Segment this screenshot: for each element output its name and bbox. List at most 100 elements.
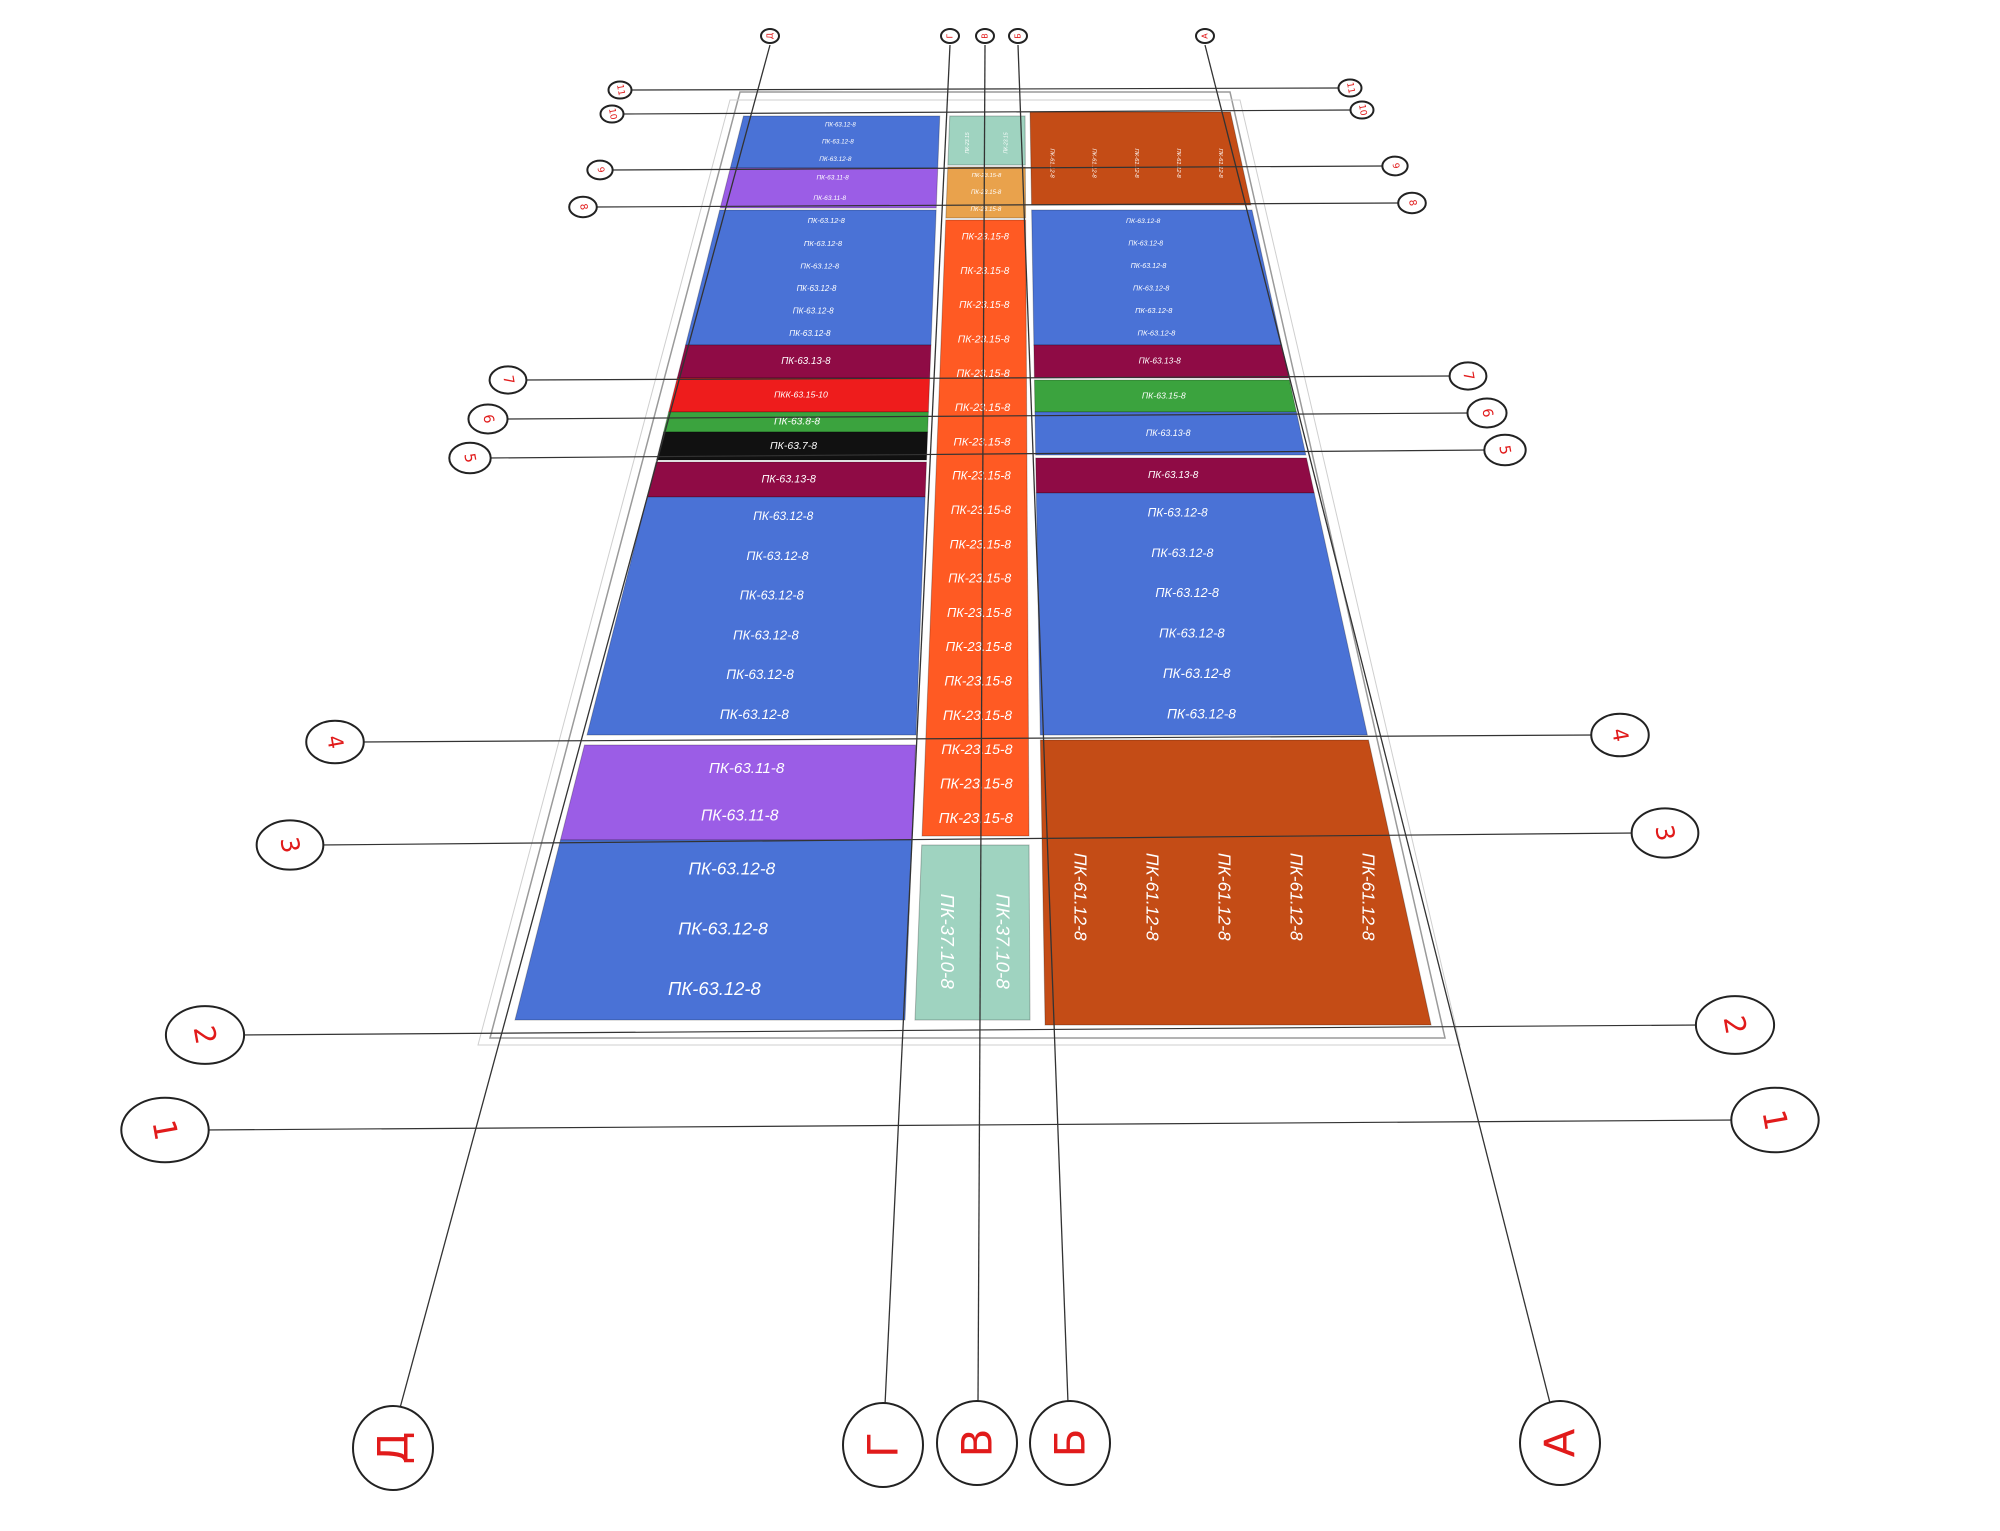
axis-bubble-left-3-circle xyxy=(255,819,325,871)
right-blue-13-slab xyxy=(1034,411,1307,456)
axis-bubble-top-В: В xyxy=(975,28,995,44)
right-green-slab-label: ПК-63.15-8 xyxy=(1142,390,1186,400)
left-maroon-slab-2-label: ПК-63.13-8 xyxy=(761,473,815,485)
left-green-slab-label: ПК-63.8-8 xyxy=(774,417,820,428)
center-orange-slabs-label: ПК-23.15-8 xyxy=(948,572,1011,586)
axis-bubble-top-Б-label: Б xyxy=(1014,33,1023,39)
axis-bubble-bottom-Д-label: Д xyxy=(369,1432,418,1465)
left-lower-slabs-label: ПК-63.12-8 xyxy=(740,589,804,603)
axis-bubble-left-11: 11 xyxy=(607,80,633,100)
left-bottom-slabs-label: ПК-63.12-8 xyxy=(678,919,768,939)
center-gold-slabs-label: ПК-23.15-8 xyxy=(971,190,1002,196)
axis-line-А xyxy=(1204,44,1551,1404)
right-lower-slabs-label: ПК-63.12-8 xyxy=(1159,626,1225,641)
axis-bubble-right-1-circle xyxy=(1730,1086,1820,1154)
axis-bubble-right-4: 4 xyxy=(1590,712,1650,758)
right-maroon-slab-1 xyxy=(1033,344,1290,379)
axis-bubble-right-5-circle xyxy=(1483,433,1527,467)
center-gold-slabs-label: ПК-23.15-8 xyxy=(972,173,1002,179)
right-top-rust-slabs xyxy=(1029,111,1252,206)
center-orange-slabs-label: ПК-23.15-8 xyxy=(962,231,1010,242)
axis-bubble-right-5-label: 5 xyxy=(1495,444,1514,457)
axis-bubble-left-7: 7 xyxy=(488,365,528,395)
axis-bubble-top-В-label: В xyxy=(981,33,990,39)
axis-bubble-left-6-label: 6 xyxy=(479,413,496,425)
left-purple-small-slabs-label: ПК-63.11-8 xyxy=(813,195,846,202)
left-purple-big-slabs-label: ПК-63.11-8 xyxy=(701,807,779,824)
axis-bubble-top-А-label: А xyxy=(1201,33,1210,39)
axis-bubble-top-Д-circle xyxy=(760,28,780,44)
axis-bubble-right-3-circle xyxy=(1630,807,1700,859)
axis-bubble-right-10: 10 xyxy=(1349,100,1375,120)
axis-bubble-right-8: 8 xyxy=(1397,191,1427,215)
center-orange-slabs-label: ПК-23.15-8 xyxy=(944,674,1012,689)
right-bottom-rust-slabs-label: ПК-61.12-8 xyxy=(1214,853,1234,941)
center-gold-slabs-label: ПК-23.15-8 xyxy=(971,206,1002,213)
left-mid-slabs-label: ПК-63.12-8 xyxy=(797,284,837,293)
building-outline-outer xyxy=(477,99,1461,1046)
axis-bubble-bottom-Б: Б xyxy=(1029,1400,1111,1486)
center-orange-slabs-label: ПК-23.15-8 xyxy=(943,708,1012,723)
axis-bubble-top-Д: Д xyxy=(760,28,780,44)
axis-bubble-right-3: 3 xyxy=(1630,807,1700,859)
axis-bubble-bottom-А-circle xyxy=(1519,1400,1601,1486)
right-bottom-rust-slabs-label: ПК-61.12-8 xyxy=(1286,853,1306,941)
left-bottom-slabs xyxy=(514,839,913,1021)
axis-bubble-right-6-circle xyxy=(1466,397,1508,429)
axis-bubble-right-1: 1 xyxy=(1730,1086,1820,1154)
left-mid-slabs-label: ПК-63.12-8 xyxy=(793,306,834,315)
axis-bubble-left-9: 9 xyxy=(586,159,614,181)
axis-line-9 xyxy=(610,165,1385,171)
axis-bubble-left-10: 10 xyxy=(599,104,625,124)
left-mid-slabs-label: ПК-63.12-8 xyxy=(789,329,831,338)
axis-bubble-left-6-circle xyxy=(467,403,509,435)
axis-bubble-right-8-circle xyxy=(1397,191,1427,215)
axis-bubble-left-7-circle xyxy=(488,365,528,395)
axis-bubble-top-Г: Г xyxy=(940,28,960,44)
center-top-slabs-label: ПК-23.15 xyxy=(1003,132,1009,153)
right-upper-slabs-label: ПК-63.12-8 xyxy=(1133,284,1169,293)
right-top-rust-slabs-label: ПК-61.12-8 xyxy=(1217,149,1223,179)
right-bottom-rust-slabs-label: ПК-61.12-8 xyxy=(1142,853,1162,941)
axis-bubble-top-В-circle xyxy=(975,28,995,44)
right-bottom-rust-slabs-label: ПК-61.12-8 xyxy=(1358,853,1378,941)
axis-bubble-right-4-label: 4 xyxy=(1607,726,1633,743)
left-lower-slabs-label: ПК-63.12-8 xyxy=(733,627,799,642)
right-lower-slabs-label: ПК-63.12-8 xyxy=(1148,505,1208,519)
axis-bubble-left-4-circle xyxy=(305,719,365,765)
axis-line-8 xyxy=(594,202,1401,208)
center-orange-slabs-label: ПК-23.15-8 xyxy=(950,537,1012,551)
axis-bubble-right-10-label: 10 xyxy=(1356,103,1368,116)
center-orange-slabs xyxy=(921,219,1030,837)
axis-bubble-right-9-label: 9 xyxy=(1390,162,1401,170)
axis-bubble-bottom-А: А xyxy=(1519,1400,1601,1486)
left-upper-slabs-label: ПК-63.12-8 xyxy=(819,156,852,163)
right-upper-slabs-label: ПК-63.12-8 xyxy=(1126,218,1160,225)
axis-bubble-left-3: 3 xyxy=(255,819,325,871)
axis-bubble-left-2-circle xyxy=(164,1005,246,1065)
axis-bubble-right-6: 6 xyxy=(1466,397,1508,429)
axis-line-10 xyxy=(621,109,1353,115)
right-blue-13-slab-label: ПК-63.13-8 xyxy=(1146,428,1191,438)
axis-bubble-bottom-Г-label: Г xyxy=(859,1432,908,1458)
axis-line-5 xyxy=(487,449,1488,459)
axis-bubble-left-3-label: 3 xyxy=(274,835,305,856)
axis-bubble-right-7: 7 xyxy=(1448,361,1488,391)
left-lower-slabs-label: ПК-63.12-8 xyxy=(747,549,809,563)
left-upper-slabs-label: ПК-63.12-8 xyxy=(822,139,854,146)
left-lower-slabs-label: ПК-63.12-8 xyxy=(720,707,789,722)
axis-bubble-top-Д-label: Д xyxy=(766,33,775,39)
axis-line-Д xyxy=(399,44,771,1409)
right-top-rust-slabs-label: ПК-61.12-8 xyxy=(1048,149,1054,179)
left-maroon-slab-1-label: ПК-63.13-8 xyxy=(781,356,831,367)
axis-bubble-right-2: 2 xyxy=(1694,995,1776,1055)
axis-bubble-left-5: 5 xyxy=(448,441,492,475)
axis-bubble-left-5-circle xyxy=(448,441,492,475)
right-bottom-rust-slabs-label: ПК-61.12-8 xyxy=(1070,853,1090,941)
axis-bubble-left-8-circle xyxy=(568,195,598,219)
axis-bubble-left-9-circle xyxy=(586,159,614,181)
axis-bubble-left-8: 8 xyxy=(568,195,598,219)
axis-bubble-right-11-label: 11 xyxy=(1344,81,1356,94)
